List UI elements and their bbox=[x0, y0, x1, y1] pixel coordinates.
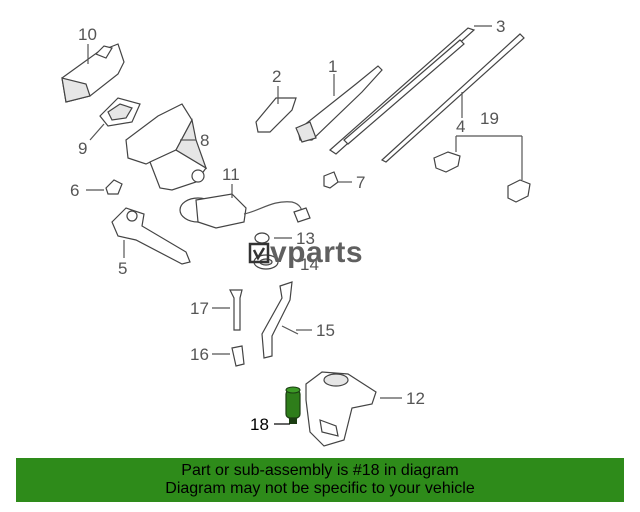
part-12-reservoir bbox=[305, 371, 377, 447]
callout-9: 9 bbox=[78, 139, 87, 158]
part-15-tube bbox=[261, 281, 299, 359]
callout-18: 18 bbox=[250, 415, 269, 434]
logo-icon bbox=[248, 242, 270, 264]
part-1-arm bbox=[295, 65, 383, 143]
part-3-blade bbox=[329, 27, 525, 163]
banner-line-2: Diagram may not be specific to your vehi… bbox=[165, 480, 475, 497]
part-19-nozzles bbox=[433, 151, 531, 203]
callout-7: 7 bbox=[356, 173, 365, 192]
callout-16: 16 bbox=[190, 345, 209, 364]
part-18-pump bbox=[285, 386, 301, 424]
part-7-grommet bbox=[323, 171, 339, 189]
banner-line-1: Part or sub-assembly is #18 in diagram bbox=[181, 462, 459, 479]
callout-1: 1 bbox=[328, 57, 337, 76]
part-9-seal bbox=[99, 97, 141, 127]
callout-14: 14 bbox=[300, 255, 319, 274]
callout-11: 11 bbox=[222, 165, 240, 184]
callouts: 10 9 8 6 5 2 1 3 4 19 7 11 13 14 15 17 1… bbox=[70, 17, 505, 434]
part-6-clip bbox=[105, 179, 123, 195]
leader-lines bbox=[86, 25, 523, 425]
callout-13: 13 bbox=[296, 229, 315, 248]
info-banner: Part or sub-assembly is #18 in diagram D… bbox=[16, 458, 624, 502]
part-10-cap bbox=[61, 43, 125, 103]
callout-8: 8 bbox=[200, 131, 209, 150]
part-8-housing bbox=[125, 103, 208, 191]
watermark-text: vparts bbox=[270, 236, 364, 269]
watermark: vparts bbox=[248, 236, 363, 270]
callout-12: 12 bbox=[406, 389, 425, 408]
callout-2: 2 bbox=[272, 67, 281, 86]
callout-19: 19 bbox=[480, 109, 499, 128]
part-5-bracket bbox=[111, 207, 191, 265]
callout-6: 6 bbox=[70, 181, 79, 200]
callout-15: 15 bbox=[316, 321, 335, 340]
callout-10: 10 bbox=[78, 25, 97, 44]
callout-3: 3 bbox=[496, 17, 505, 36]
part-11-motor bbox=[179, 193, 311, 229]
part-16-connector bbox=[231, 345, 245, 367]
parts-diagram: 10 9 8 6 5 2 1 3 4 19 7 11 13 14 15 17 1… bbox=[61, 17, 531, 447]
callout-17: 17 bbox=[190, 299, 209, 318]
callout-5: 5 bbox=[118, 259, 127, 278]
part-17-pin bbox=[229, 289, 243, 331]
part-2-cover bbox=[255, 97, 297, 133]
callout-4: 4 bbox=[456, 117, 465, 136]
